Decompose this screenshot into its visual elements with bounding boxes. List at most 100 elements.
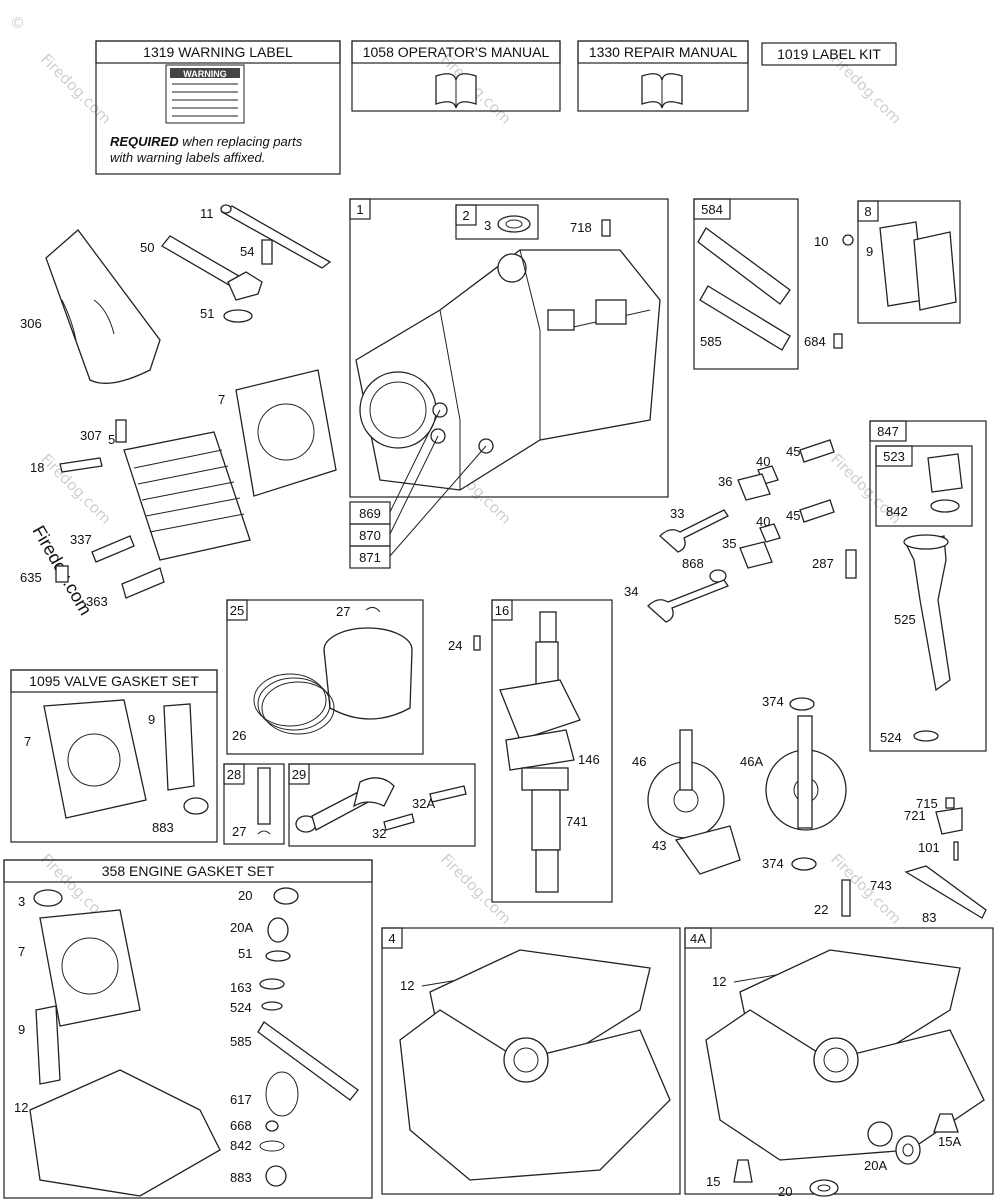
part-26-label: 26: [232, 728, 246, 743]
engine-gasket-set: 358 ENGINE GASKET SET 3 7 9 12 20 20A 51…: [3, 859, 373, 1199]
part-43-label: 43: [652, 838, 666, 853]
eg-part-7-label: 7: [18, 944, 25, 959]
part-9-label: 9: [866, 244, 873, 259]
box-847: 847 523 842 525 524: [869, 420, 987, 752]
box-4a: 4A 12 15 15A 20 20A: [684, 927, 994, 1199]
part-715-icon: [945, 797, 955, 809]
part-35-label: 35: [722, 536, 736, 551]
bolt-22: [841, 879, 851, 917]
warning-badge: WARNING: [183, 69, 227, 79]
pin-718: [601, 219, 611, 237]
warning-label-box: 1319 WARNING LABEL WARNING REQUIRED when…: [95, 40, 341, 175]
label-kit-title: 1019 LABEL KIT: [777, 46, 881, 62]
tube-11: [220, 204, 332, 269]
operators-manual-box: 1058 OPERATOR'S MANUAL: [351, 40, 561, 112]
sump-4a: [705, 949, 985, 1161]
box-1-number: 1: [356, 202, 363, 217]
box-4: 4 12: [381, 927, 681, 1195]
part-363-label: 363: [86, 594, 108, 609]
box-847-number: 847: [877, 424, 899, 439]
eg-part-883-label: 883: [230, 1170, 252, 1185]
s4a-part-15-label: 15: [706, 1174, 720, 1189]
shield-306: [45, 229, 161, 384]
s4a-part-20-label: 20: [778, 1184, 792, 1199]
box-29: 29 32A 32: [288, 763, 476, 847]
s4a-part-15a-label: 15A: [938, 1134, 961, 1149]
eg-part-3-label: 3: [18, 894, 25, 909]
valve-gasket-set: 1095 VALVE GASKET SET 7 9 883: [10, 669, 218, 843]
eg-part-20a-label: 20A: [230, 920, 253, 935]
part-33-label: 33: [670, 506, 684, 521]
part-585-label: 585: [700, 334, 722, 349]
part-684-label: 684: [804, 334, 826, 349]
camshaft-assembly: 374 46 46A 43 374: [632, 694, 847, 875]
watermark-text: Firedog.com: [37, 50, 115, 128]
label-kit-box: 1019 LABEL KIT: [761, 42, 897, 66]
part-721-label: 721: [904, 808, 926, 823]
box-29-number: 29: [292, 767, 306, 782]
part-635-icon: [55, 565, 69, 583]
part-46-label: 46: [632, 754, 646, 769]
gasket-584: [697, 227, 791, 305]
book-icon: [641, 73, 683, 109]
s4-part-12-label: 12: [400, 978, 414, 993]
part-24-label: 24: [448, 638, 462, 653]
box-16: 16 146 741: [491, 599, 613, 903]
s4a-part-20a-label: 20A: [864, 1158, 887, 1173]
piston: [323, 627, 413, 720]
box-584-number: 584: [701, 202, 723, 217]
part-869-label: 869: [359, 506, 381, 521]
required-note-line1: REQUIRED when replacing parts: [110, 134, 303, 149]
plug-15: [733, 1159, 753, 1183]
vg-part-7-label: 7: [24, 734, 31, 749]
box-28: 28 27: [223, 763, 285, 845]
part-718-label: 718: [570, 220, 592, 235]
box-2-number: 2: [462, 208, 469, 223]
part-525-label: 525: [894, 612, 916, 627]
part-40-label-lower: 40: [756, 514, 770, 529]
part-870-label: 870: [359, 528, 381, 543]
plug-15a: [933, 1113, 959, 1133]
box-1: 1 2 3 718: [349, 198, 669, 498]
part-306-label: 306: [20, 316, 42, 331]
bracket-721: [935, 807, 963, 835]
box-25: 25 27 26: [226, 599, 424, 755]
required-note-line2: with warning labels affixed.: [110, 150, 265, 165]
gasket-585: [699, 285, 791, 351]
box-4-number: 4: [388, 931, 395, 946]
part-635-label: 635: [20, 570, 42, 585]
cam-gear-46: [647, 729, 725, 839]
part-7-label: 7: [218, 392, 225, 407]
screw-307: [115, 419, 127, 443]
part-842-label-847: 842: [886, 504, 908, 519]
box-25-number: 25: [230, 603, 244, 618]
part-374-label-lower: 374: [762, 856, 784, 871]
part-741-label: 741: [566, 814, 588, 829]
part-54-label: 54: [240, 244, 254, 259]
part-45-label-upper: 45: [786, 444, 800, 459]
eg-part-524-label: 524: [230, 1000, 252, 1015]
dipstick-tube: [903, 534, 951, 692]
warning-label-title: 1319 WARNING LABEL: [143, 44, 293, 60]
watermark-text: Firedog.com: [827, 850, 905, 928]
part-11-label: 11: [200, 206, 214, 221]
vg-part-883-label: 883: [152, 820, 174, 835]
book-icon: [435, 73, 477, 109]
part-83-label: 83: [922, 910, 936, 925]
box-523-number: 523: [883, 449, 905, 464]
seal-3: [497, 215, 531, 233]
repair-manual-box: 1330 REPAIR MANUAL: [577, 40, 749, 112]
part-101-label: 101: [918, 840, 940, 855]
seal-524: [913, 730, 939, 742]
spark-plug-337: [91, 535, 135, 563]
part-3-label: 3: [484, 218, 491, 233]
part-18-label: 18: [30, 460, 44, 475]
part-34-label: 34: [624, 584, 638, 599]
part-40-label-upper: 40: [756, 454, 770, 469]
valve-parts: 45 40 36 33 45 40 35 868 287 34: [624, 439, 857, 623]
eg-part-842-label: 842: [230, 1138, 252, 1153]
part-27-label: 27: [336, 604, 350, 619]
part-36-label: 36: [718, 474, 732, 489]
part-363-icon: [121, 567, 165, 599]
